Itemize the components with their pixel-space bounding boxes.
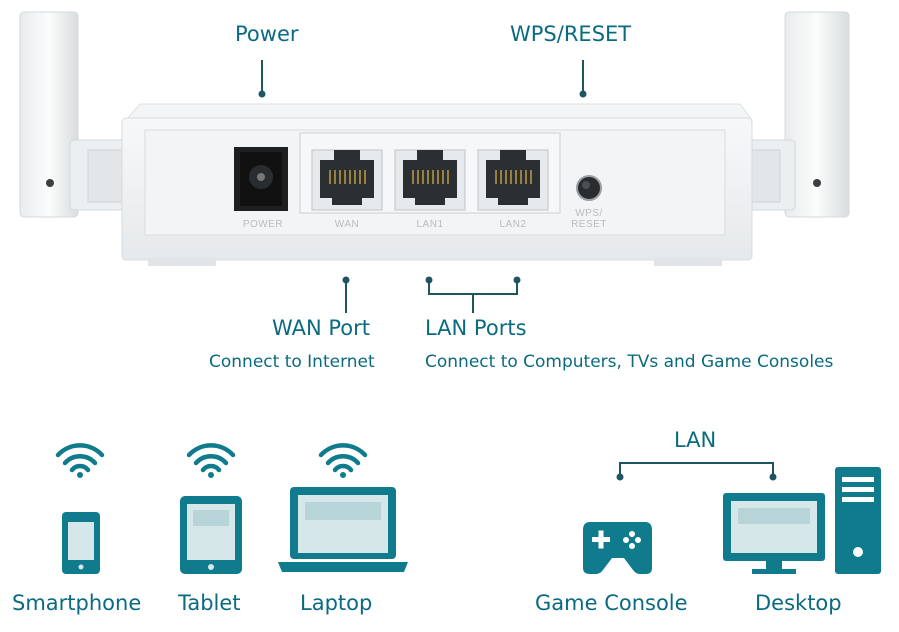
power-port-label: POWER: [242, 219, 284, 230]
wifi-icon-dot: [208, 472, 214, 478]
wan-port-description: Connect to Internet: [209, 352, 375, 372]
tablet-label: Tablet: [178, 591, 241, 615]
power-jack: [234, 147, 288, 211]
wps-reset-port-label: WPS/ RESET: [564, 208, 614, 230]
lan1-port-label: LAN1: [416, 219, 444, 230]
wan-port-jack: [311, 149, 383, 211]
wps-reset-callout: WPS/RESET: [510, 22, 632, 46]
wifi-icon-dot: [340, 472, 346, 478]
callout-lines: [261, 60, 774, 476]
laptop-label: Laptop: [300, 591, 373, 615]
right-antenna: [739, 11, 850, 218]
lan2-port-jack: [477, 149, 549, 211]
desktop-label: Desktop: [755, 591, 842, 615]
wifi-icon: [186, 443, 236, 473]
laptop-icon: [278, 487, 408, 572]
tablet-icon: [180, 496, 242, 574]
wifi-icon: [318, 443, 368, 473]
desktop-icon: [723, 467, 881, 574]
wps-reset-button: [576, 175, 602, 201]
lan1-port-jack: [394, 149, 466, 211]
wifi-icon-dot: [77, 472, 83, 478]
callout-dots: [258, 90, 777, 481]
game-console-icon: [583, 522, 652, 574]
lan-ports-callout: LAN Ports: [425, 316, 527, 340]
smartphone-icon: [62, 512, 100, 574]
wps-label-line1: WPS/: [575, 208, 603, 219]
smartphone-label: Smartphone: [12, 591, 142, 615]
power-callout: Power: [235, 22, 299, 46]
wan-port-label: WAN: [334, 219, 360, 230]
lan2-port-label: LAN2: [499, 219, 527, 230]
wan-port-callout: WAN Port: [272, 316, 370, 340]
lan-ports-description: Connect to Computers, TVs and Game Conso…: [425, 352, 834, 372]
wifi-icon: [55, 443, 105, 473]
game-console-label: Game Console: [535, 591, 688, 615]
wps-label-line2: RESET: [571, 219, 607, 230]
lan-group-label: LAN: [674, 428, 717, 452]
left-antenna: [19, 11, 127, 218]
